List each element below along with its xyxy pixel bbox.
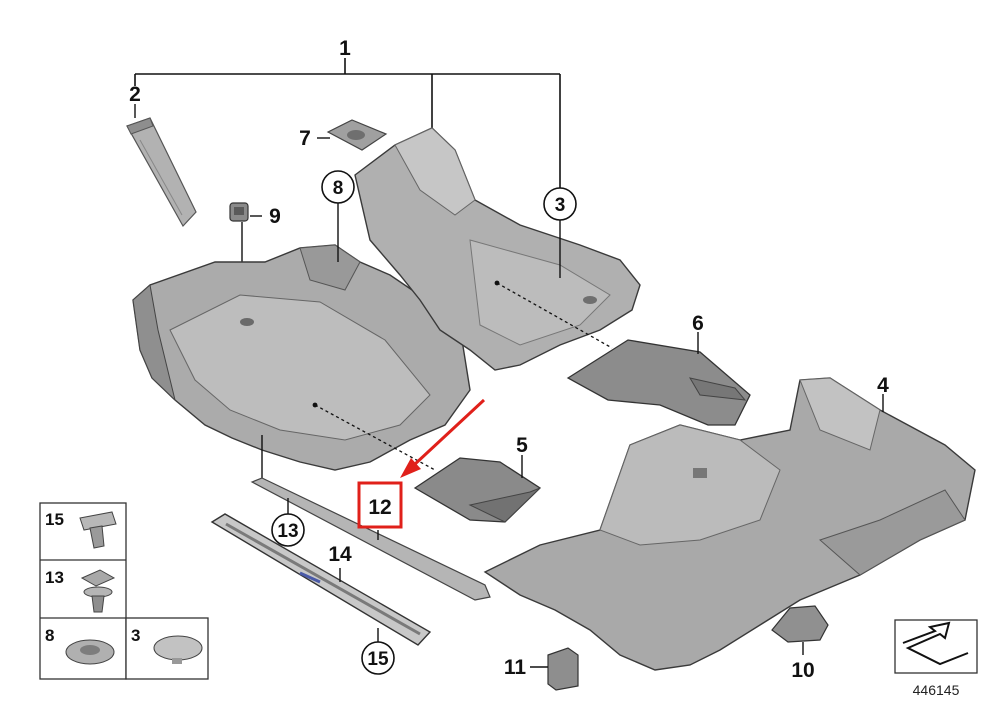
callout-12: 12 bbox=[368, 496, 391, 519]
callout-8: 8 bbox=[333, 178, 344, 199]
orientation-icon bbox=[894, 619, 978, 674]
part-7-mat bbox=[326, 119, 388, 151]
callout-3: 3 bbox=[555, 195, 566, 216]
fastener-legend: 15 13 8 3 bbox=[39, 502, 209, 680]
part-9-clip bbox=[229, 202, 249, 222]
part-5-mat bbox=[413, 457, 542, 523]
callout-2: 2 bbox=[129, 83, 141, 106]
callout-1-bracket bbox=[134, 58, 561, 188]
part-4-rear-carpet bbox=[483, 377, 976, 671]
part-13-strip bbox=[250, 477, 491, 601]
callout-10: 10 bbox=[791, 659, 814, 682]
callout-circle-13: 13 bbox=[271, 513, 305, 547]
highlight-box-12 bbox=[357, 481, 403, 529]
legend-label-3: 3 bbox=[131, 626, 140, 645]
callout-6: 6 bbox=[692, 312, 704, 335]
legend-label-15: 15 bbox=[45, 510, 64, 529]
round-clip-8-icon bbox=[65, 639, 115, 665]
part-11-bracket bbox=[547, 647, 579, 691]
part-6-mat bbox=[566, 339, 751, 426]
callout-5: 5 bbox=[516, 434, 528, 457]
legend-label-13: 13 bbox=[45, 568, 64, 587]
callout-14: 14 bbox=[328, 543, 352, 566]
callout-circle-8: 8 bbox=[321, 170, 355, 204]
part-2-strip bbox=[126, 117, 197, 228]
part-1-tunnel-carpet bbox=[354, 127, 641, 371]
highlight-arrow bbox=[400, 398, 486, 478]
plug-3-icon bbox=[153, 635, 203, 664]
callout-9: 9 bbox=[269, 205, 281, 228]
callout-4: 4 bbox=[877, 374, 889, 397]
callout-13: 13 bbox=[277, 521, 298, 542]
callout-7: 7 bbox=[299, 127, 311, 150]
callout-circle-15: 15 bbox=[361, 641, 395, 675]
part-1-front-carpet bbox=[132, 244, 471, 480]
dashed-leaders bbox=[314, 282, 613, 471]
callout-11: 11 bbox=[504, 656, 527, 679]
callout-circle-3: 3 bbox=[543, 187, 577, 221]
push-clip-13-icon bbox=[80, 569, 116, 613]
diagram-id: 446145 bbox=[913, 682, 960, 698]
callout-1: 1 bbox=[339, 37, 351, 60]
part-14-sill-plate bbox=[210, 513, 432, 646]
callout-15: 15 bbox=[367, 649, 389, 670]
legend-label-8: 8 bbox=[45, 626, 54, 645]
push-clip-15-icon bbox=[79, 511, 117, 549]
part-10-bracket bbox=[771, 605, 829, 643]
